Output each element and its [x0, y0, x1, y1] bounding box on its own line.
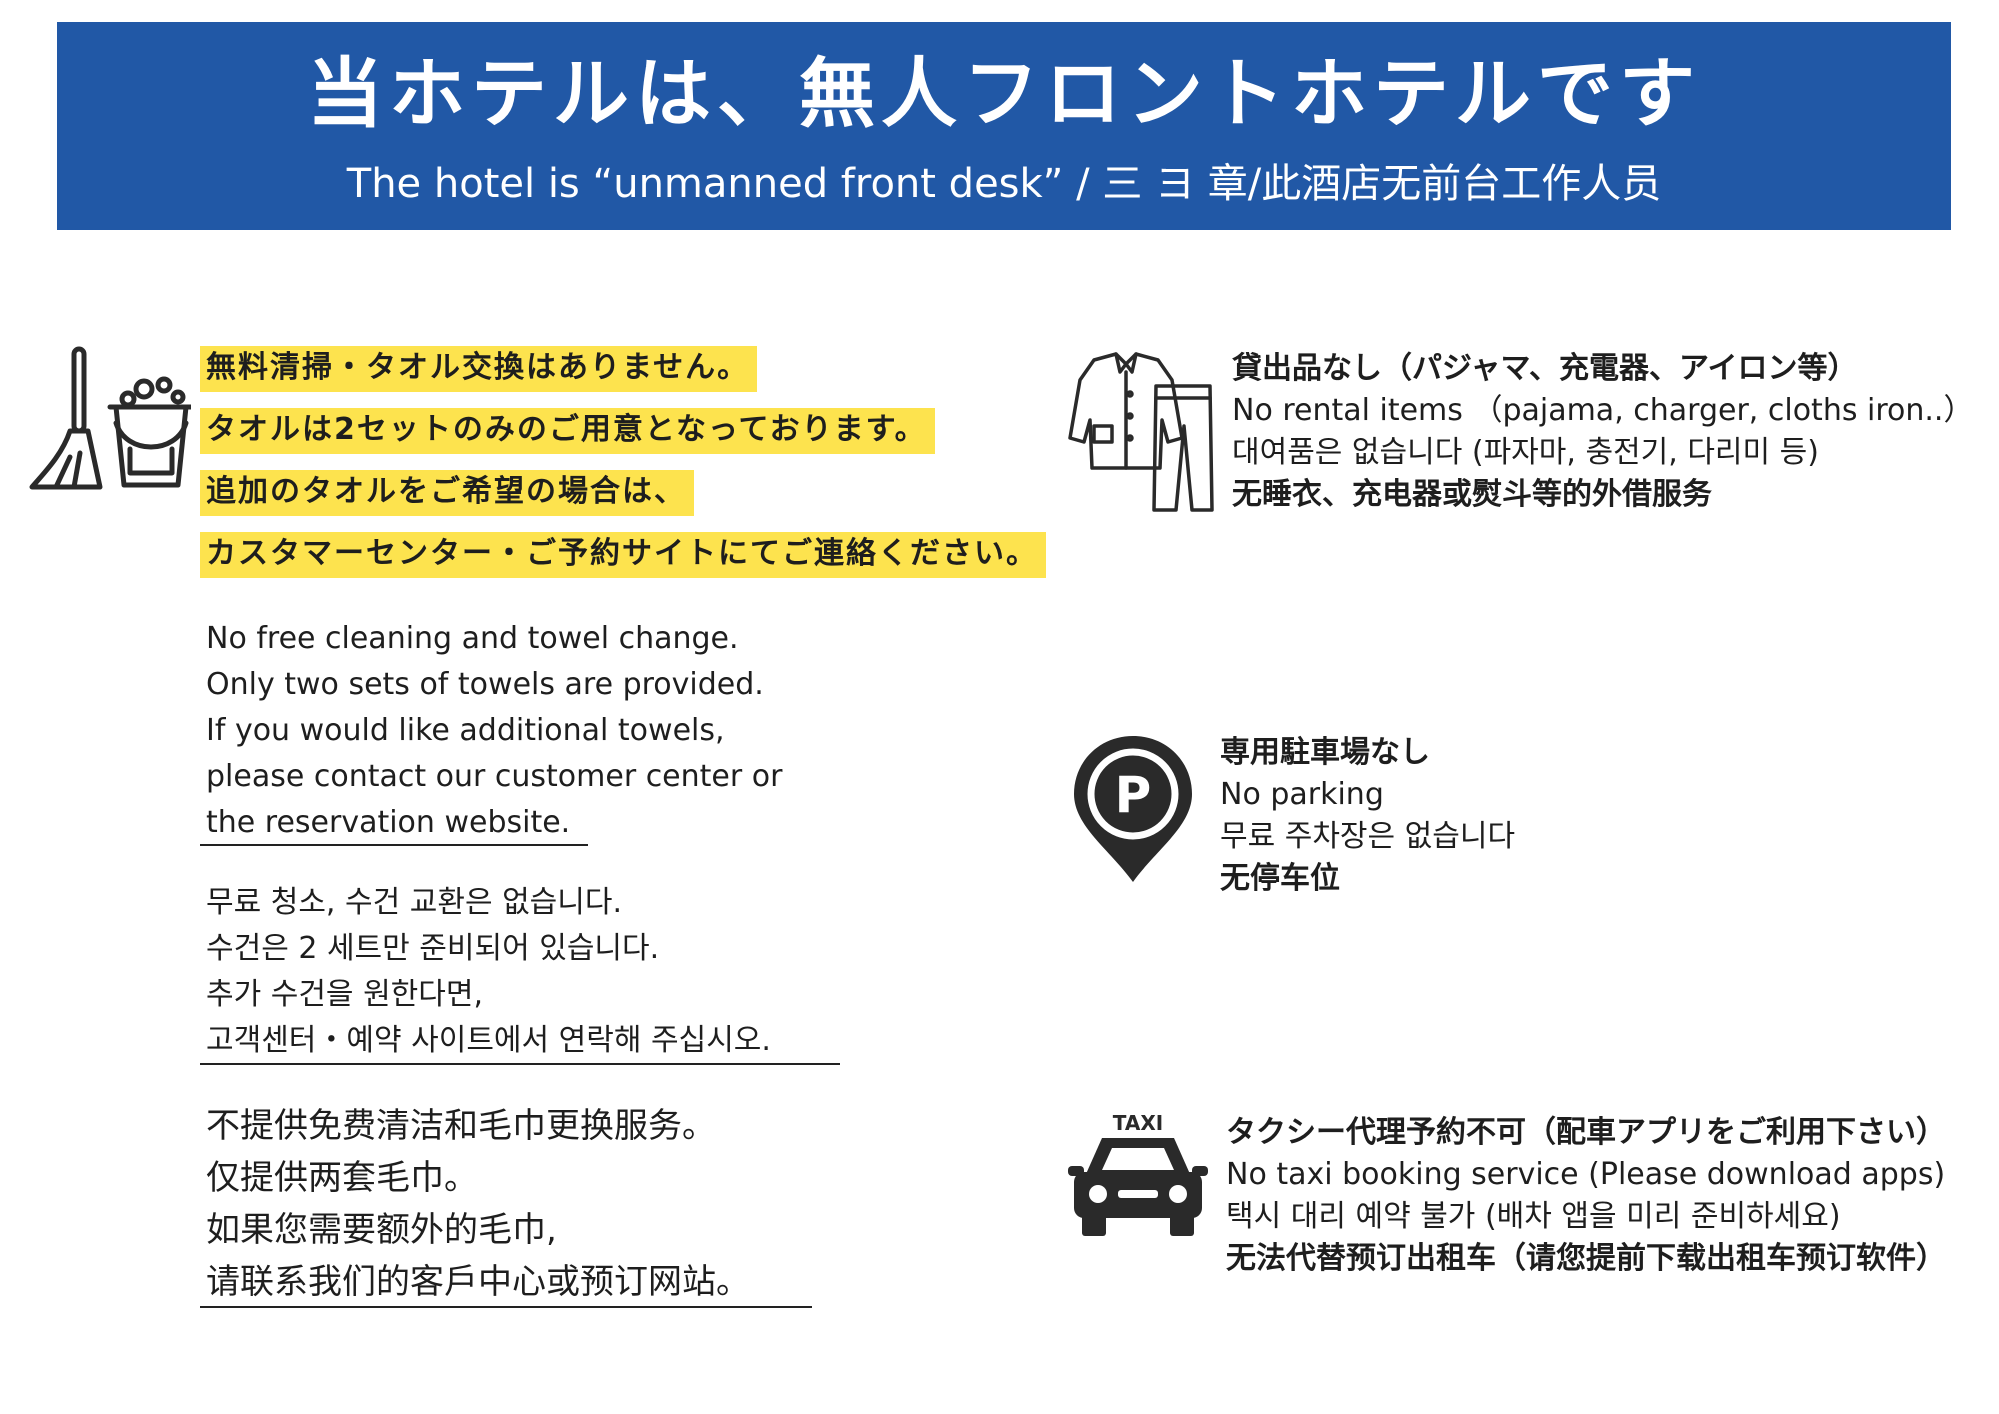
text-line: 如果您需要额外的毛巾, — [206, 1210, 557, 1250]
taxi-title-ja: タクシー代理予約不可（配車アプリをご利用下さい） — [1226, 1115, 1946, 1150]
text-line: please contact our customer center or — [206, 759, 783, 794]
taxi-sign: TAXI — [1113, 1111, 1163, 1135]
taxi-line-ko: 택시 대리 예약 불가 (배차 앱을 미리 준비하세요) — [1226, 1199, 1841, 1234]
rental-line-ko: 대여품은 없습니다 (파자마, 충전기, 다리미 등) — [1232, 435, 1819, 470]
parking-notice: 専用駐車場なし No parking 무료 주차장은 없습니다 无停车位 — [1220, 732, 1515, 900]
rental-line-en: No rental items （pajama, charger, cloths… — [1232, 393, 1974, 428]
taxi-line-en: No taxi booking service (Please download… — [1226, 1157, 1946, 1192]
rental-title-ja: 貸出品なし（パジャマ、充電器、アイロン等） — [1232, 351, 1858, 386]
cleaning-notice-ko: 무료 청소, 수건 교환은 없습니다. 수건은 2 세트만 준비되어 있습니다.… — [206, 880, 771, 1064]
divider — [200, 1063, 840, 1065]
parking-title-ja: 専用駐車場なし — [1220, 735, 1430, 770]
text-line: 仅提供两套毛巾。 — [206, 1158, 478, 1198]
parking-line-en: No parking — [1220, 777, 1384, 812]
page-title: 当ホテルは、無人フロントホテルです — [307, 49, 1701, 138]
cleaning-notice-en: No free cleaning and towel change. Only … — [206, 616, 782, 846]
highlight-line: タオルは2セットのみのご用意となっております。 — [200, 408, 935, 454]
text-line: Only two sets of towels are provided. — [206, 667, 764, 702]
text-line: 수건은 2 세트만 준비되어 있습니다. — [206, 931, 660, 966]
text-line: No free cleaning and towel change. — [206, 621, 739, 656]
rental-notice: 貸出品なし（パジャマ、充電器、アイロン等） No rental items （p… — [1232, 348, 1973, 516]
text-line: 추가 수건을 원한다면, — [206, 977, 484, 1012]
text-line: the reservation website. — [206, 805, 571, 840]
divider — [200, 844, 588, 846]
parking-letter: P — [1115, 766, 1152, 824]
highlight-line: 追加のタオルをご希望の場合は、 — [200, 470, 694, 516]
taxi-icon: TAXI — [1068, 1111, 1208, 1236]
text-line: If you would like additional towels, — [206, 713, 725, 748]
divider — [200, 1306, 812, 1308]
broom-bucket-icon — [29, 346, 191, 490]
cleaning-notice-zh: 不提供免费清洁和毛巾更换服务。 仅提供两套毛巾。 如果您需要额外的毛巾, 请联系… — [206, 1100, 750, 1308]
text-line: 不提供免费清洁和毛巾更换服务。 — [206, 1106, 716, 1146]
header-banner: 当ホテルは、無人フロントホテルです The hotel is “unmanned… — [57, 22, 1951, 230]
parking-line-zh: 无停车位 — [1220, 861, 1340, 896]
pajama-icon — [1068, 352, 1214, 512]
parking-pin-icon: P — [1074, 736, 1192, 882]
highlight-line: カスタマーセンター・ご予約サイトにてご連絡ください。 — [200, 532, 1046, 578]
rental-line-zh: 无睡衣、充电器或熨斗等的外借服务 — [1232, 477, 1712, 512]
page-subtitle: The hotel is “unmanned front desk” / 三 ヨ… — [346, 161, 1662, 207]
text-line: 고객센터・예약 사이트에서 연락해 주십시오. — [206, 1023, 771, 1058]
taxi-notice: タクシー代理予約不可（配車アプリをご利用下さい） No taxi booking… — [1226, 1112, 1946, 1280]
taxi-line-zh: 无法代替预订出租车（请您提前下载出租车预订软件） — [1226, 1241, 1946, 1276]
highlight-line: 無料清掃・タオル交換はありません。 — [200, 346, 758, 392]
parking-line-ko: 무료 주차장은 없습니다 — [1220, 819, 1516, 854]
text-line: 무료 청소, 수건 교환은 없습니다. — [206, 885, 623, 920]
text-line: 请联系我们的客戶中心或预订网站。 — [206, 1262, 750, 1302]
cleaning-notice-ja: 無料清掃・タオル交換はありません。 タオルは2セットのみのご用意となっております… — [200, 346, 1046, 594]
